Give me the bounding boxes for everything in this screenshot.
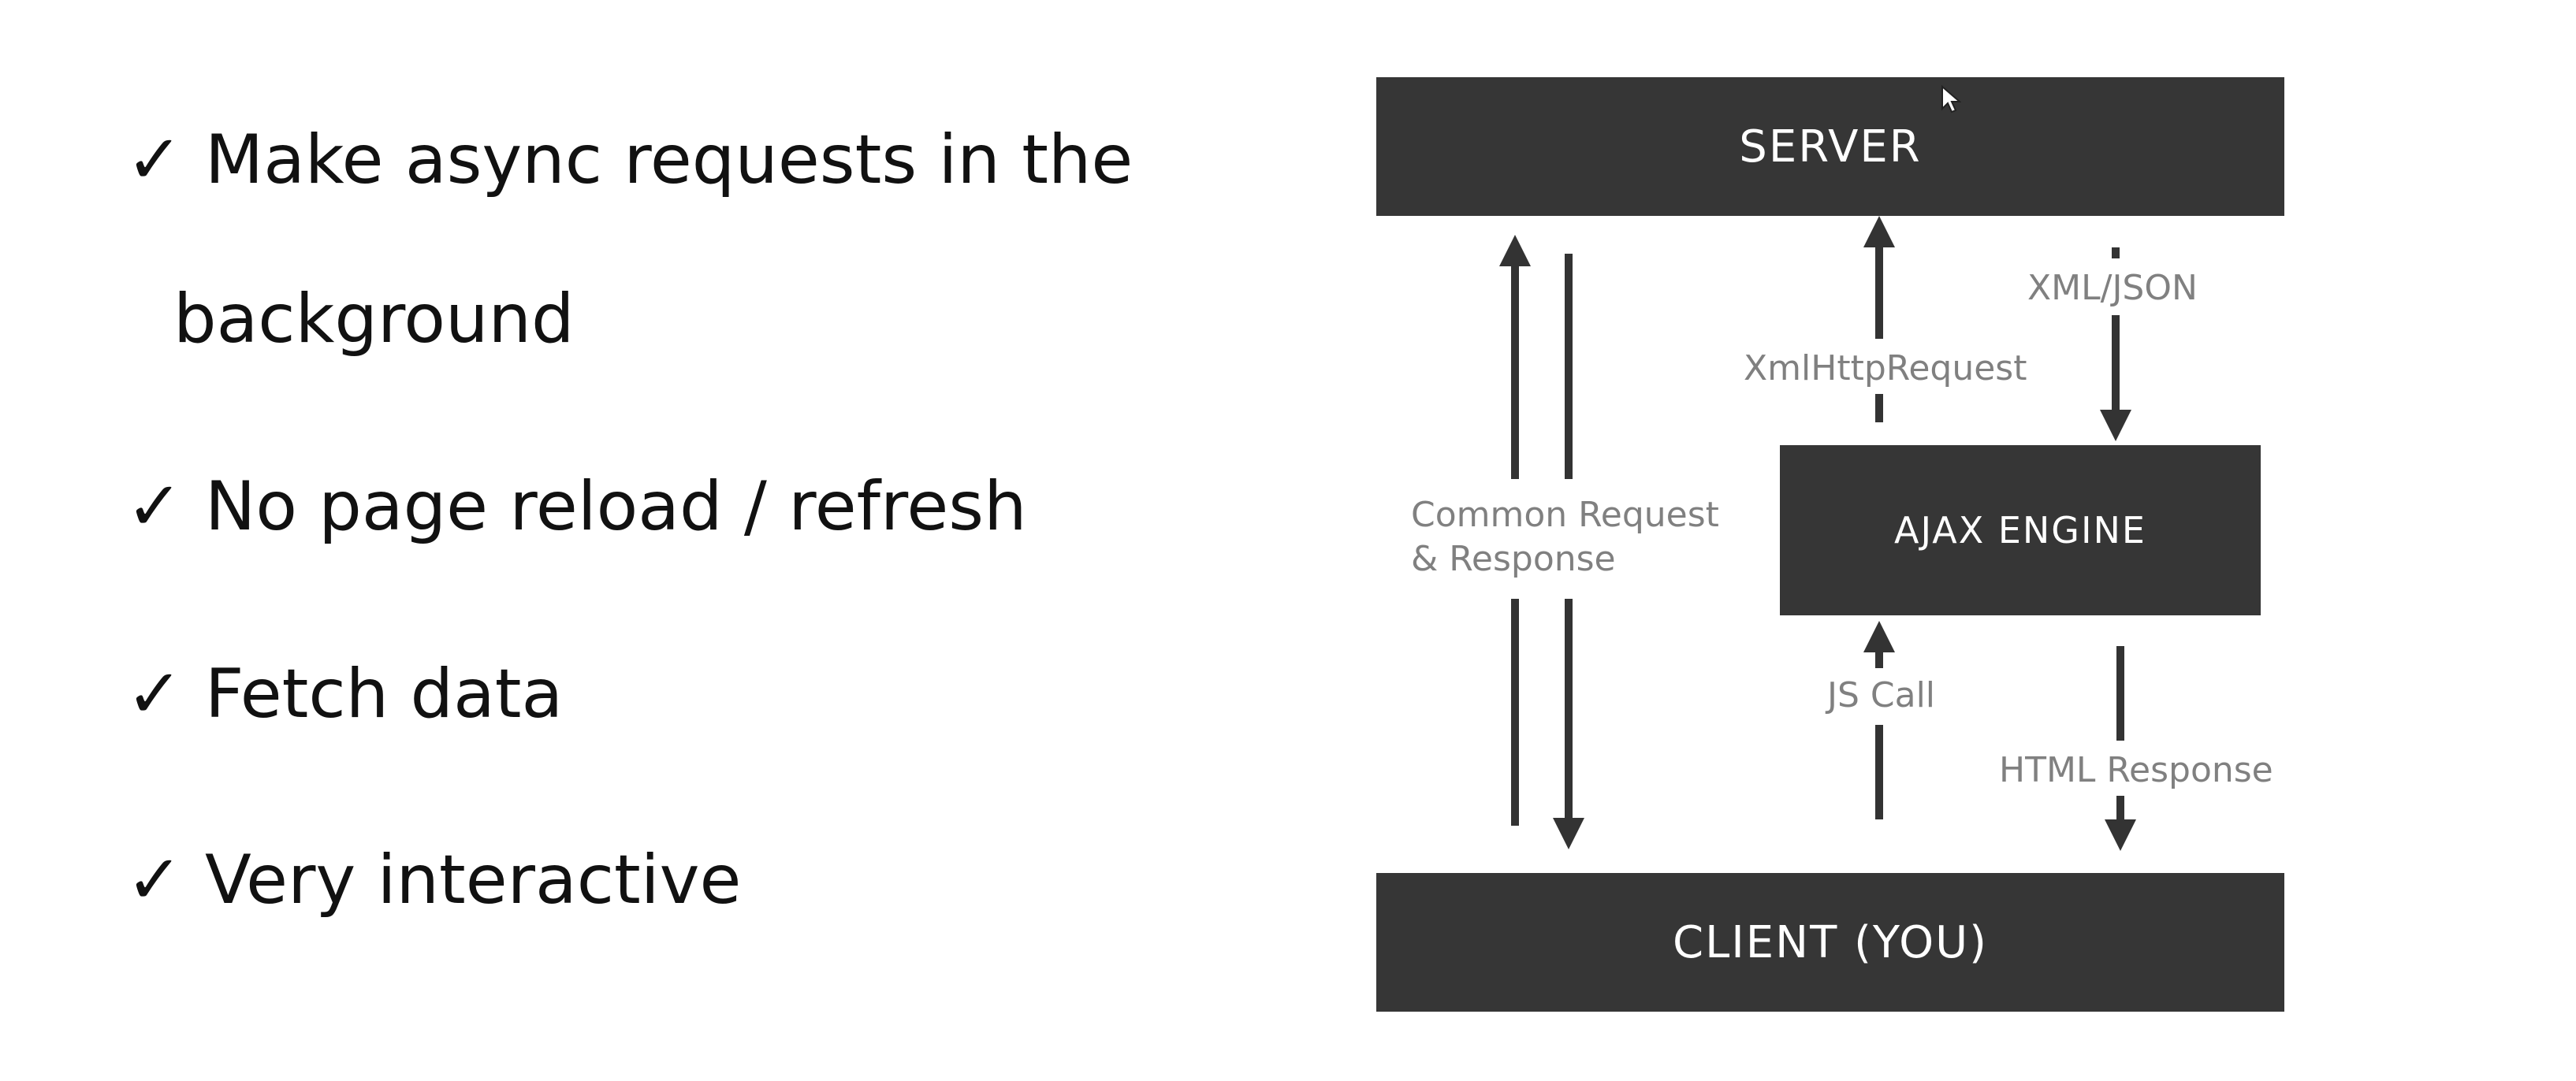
client-label: CLIENT (YOU) (1672, 916, 1988, 968)
js-call-label: JS Call (1827, 675, 1936, 715)
bullet-async-continuation: background (173, 280, 575, 358)
server-label: SERVER (1739, 121, 1922, 173)
bullet-text: No page reload / refresh (205, 467, 1027, 546)
common-label-line1: Common Request (1411, 495, 1719, 535)
common-label-line2: & Response (1411, 539, 1616, 579)
bullet-no-reload: ✓No page reload / refresh (126, 473, 1027, 540)
check-icon: ✓ (126, 655, 184, 734)
check-icon: ✓ (126, 467, 184, 546)
xml-http-request-label: XmlHttpRequest (1744, 348, 2027, 388)
bullet-fetch-data: ✓Fetch data (126, 660, 563, 728)
bullet-text: Make async requests in the (205, 121, 1134, 199)
xml-json-label: XML/JSON (2027, 268, 2198, 308)
check-icon: ✓ (126, 841, 184, 919)
bullet-text: Very interactive (205, 841, 742, 919)
server-box: SERVER (1376, 77, 2284, 216)
bullet-interactive: ✓Very interactive (126, 846, 741, 914)
bullet-text: Fetch data (205, 655, 564, 734)
ajax-engine-label: AJAX ENGINE (1894, 509, 2146, 552)
html-response-label: HTML Response (1999, 750, 2273, 790)
check-icon: ✓ (126, 121, 184, 199)
feature-list: ✓Make async requests in the background ✓… (126, 126, 1133, 914)
ajax-engine-box: AJAX ENGINE (1780, 445, 2261, 615)
bullet-async: ✓Make async requests in the (126, 126, 1133, 194)
common-request-response-label: Common Request & Response (1411, 493, 1719, 581)
mouse-cursor-icon (1941, 85, 1961, 113)
client-box: CLIENT (YOU) (1376, 873, 2284, 1012)
